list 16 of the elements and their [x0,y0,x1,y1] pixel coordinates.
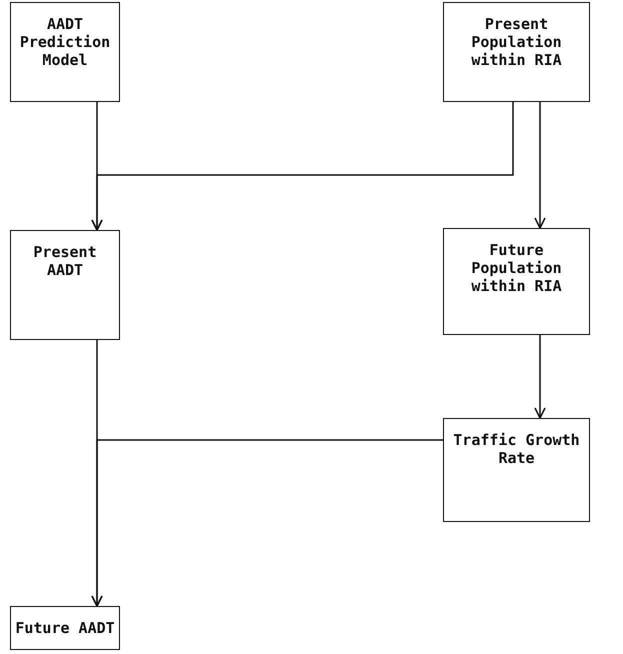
process-box [10,606,120,650]
arrow [534,335,546,419]
box-label: Future AADT [15,618,115,637]
process-box [443,2,590,102]
process-box [443,228,590,335]
process-box [10,230,120,340]
box-label: AADT Prediction Model [18,14,112,69]
box-label: Traffic Growth Rate [452,430,581,467]
arrow [91,102,514,231]
arrow [534,102,546,229]
box-label: Present AADT [32,242,98,279]
box-label: Future Population within RIA [470,240,563,295]
process-box [10,2,120,102]
box-label: Present Population within RIA [470,14,563,69]
process-box [443,418,590,522]
arrow [91,439,443,607]
